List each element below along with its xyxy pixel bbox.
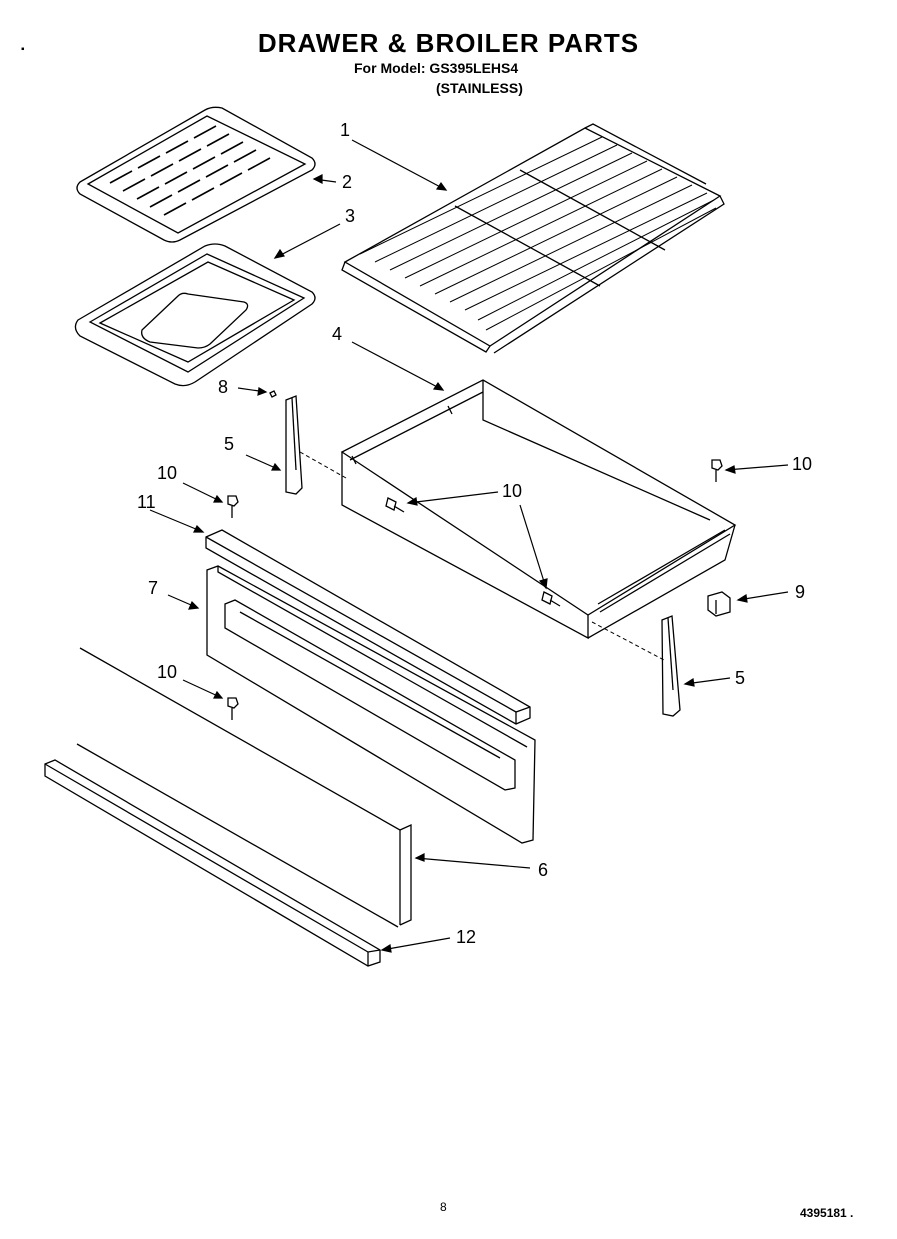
callout-5-left: 5 [224,434,234,454]
callout-1: 1 [340,120,350,140]
callout-10-left-bottom: 10 [157,662,177,682]
page-title: DRAWER & BROILER PARTS [257,28,640,58]
front-trim [205,529,531,725]
leader-lines [149,139,789,953]
page-number: 8 [440,1200,447,1214]
callout-12: 12 [456,927,476,947]
finish-line: (STAINLESS) [436,80,523,96]
alignment-lines [299,451,665,661]
model-line: For Model: GS395LEHS4 [354,60,519,76]
broiler-pan [74,243,316,387]
drawer-front [206,565,536,844]
callout-11: 11 [137,492,156,512]
document-number: 4395181 . [800,1206,854,1220]
broiler-grid [76,106,316,243]
drawer-slide-left [285,395,303,495]
callout-2: 2 [342,172,352,192]
callout-10-right: 10 [792,454,812,474]
clip [269,390,277,398]
bottom-trim [44,759,381,967]
corner-mark: ▪ [21,44,25,55]
callout-3: 3 [345,206,355,226]
drawer-rack [341,123,725,354]
callout-7: 7 [148,578,158,598]
callout-5-right: 5 [735,668,745,688]
callout-10-left-top: 10 [157,463,177,483]
drawer-panel [76,647,412,928]
callout-8: 8 [218,377,228,397]
drawer-slide-right [661,615,681,717]
callout-10-center: 10 [502,481,522,501]
callout-4: 4 [332,324,342,344]
callout-9: 9 [795,582,805,602]
drawer-body [340,379,737,640]
bracket [707,591,731,617]
screws [227,459,723,720]
callout-6: 6 [538,860,548,880]
